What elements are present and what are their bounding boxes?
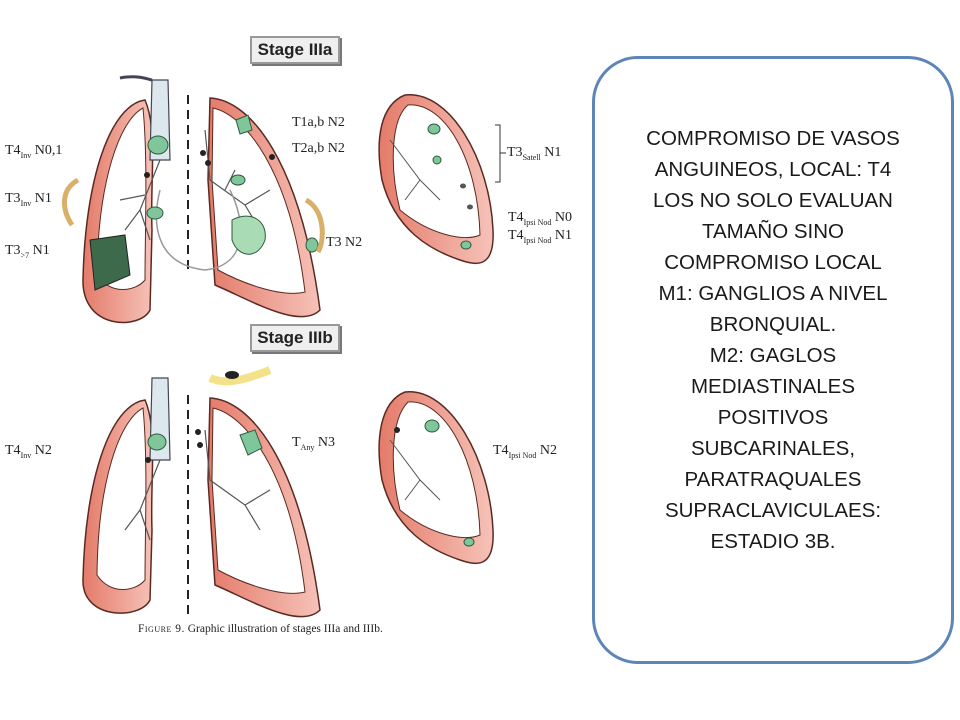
- label-t3inv-n1: T3Inv N1: [5, 191, 52, 208]
- callout-text: COMPROMISO DE VASOS ANGUINEOS, LOCAL: T4…: [623, 123, 923, 557]
- label-t3satell-n1: T3Satell N1: [507, 145, 562, 162]
- label-t4ipsi-n2: T4Ipsi Nod N2: [493, 443, 557, 460]
- stage-iiib-frontal-lungs: [82, 366, 321, 620]
- callout-line: TAMAÑO SINO: [702, 220, 844, 243]
- stage-iiia-frontal-lungs: [62, 75, 325, 324]
- label-t2ab-n2: T2a,b N2: [292, 141, 345, 156]
- callout-line: COMPROMISO LOCAL: [664, 251, 882, 274]
- callout-line: ANGUINEOS, LOCAL: T4: [654, 158, 892, 181]
- figure-caption: Figure 9. Graphic illustration of stages…: [138, 623, 383, 635]
- stage-iiib-title: Stage IIIb: [250, 324, 340, 352]
- label-t3-n2: T3 N2: [326, 235, 363, 250]
- label-t4inv-n2: T4Inv N2: [5, 443, 52, 460]
- stage-iiia-title: Stage IIIa: [250, 36, 340, 64]
- callout-line: LOS NO SOLO EVALUAN: [652, 189, 893, 212]
- callout-line: SUBCARINALES,: [690, 437, 856, 460]
- callout-line: PARATRAQUALES: [684, 468, 862, 491]
- staging-figure: Stage IIIa Stage IIIb T4Inv N0,1 T3Inv N…: [0, 30, 590, 650]
- label-tany-n3: TAny N3: [292, 435, 335, 452]
- stage-iiib-lateral-lung: [378, 391, 494, 565]
- label-t37-n1: T3>7 N1: [5, 243, 50, 260]
- label-t4inv-n01: T4Inv N0,1: [5, 143, 63, 160]
- lung-illustrations: [62, 75, 506, 620]
- callout-line: BRONQUIAL.: [709, 313, 837, 336]
- callout-line: COMPROMISO DE VASOS: [646, 127, 900, 150]
- explanation-callout: COMPROMISO DE VASOS ANGUINEOS, LOCAL: T4…: [592, 56, 954, 664]
- label-t4ipsi-n0: T4Ipsi Nod N0: [508, 210, 572, 227]
- callout-line: M1: GANGLIOS A NIVEL: [658, 282, 888, 305]
- label-t1ab-n2: T1a,b N2: [292, 115, 345, 130]
- stage-iiia-lateral-lung: [378, 94, 506, 265]
- callout-line: MEDIASTINALES: [690, 375, 856, 398]
- callout-line: M2: GAGLOS: [709, 344, 837, 367]
- callout-line: ESTADIO 3B.: [710, 530, 836, 553]
- callout-line: POSITIVOS: [717, 406, 829, 429]
- callout-line: SUPRACLAVICULAES:: [664, 499, 882, 522]
- label-t4ipsi-n1: T4Ipsi Nod N1: [508, 228, 572, 245]
